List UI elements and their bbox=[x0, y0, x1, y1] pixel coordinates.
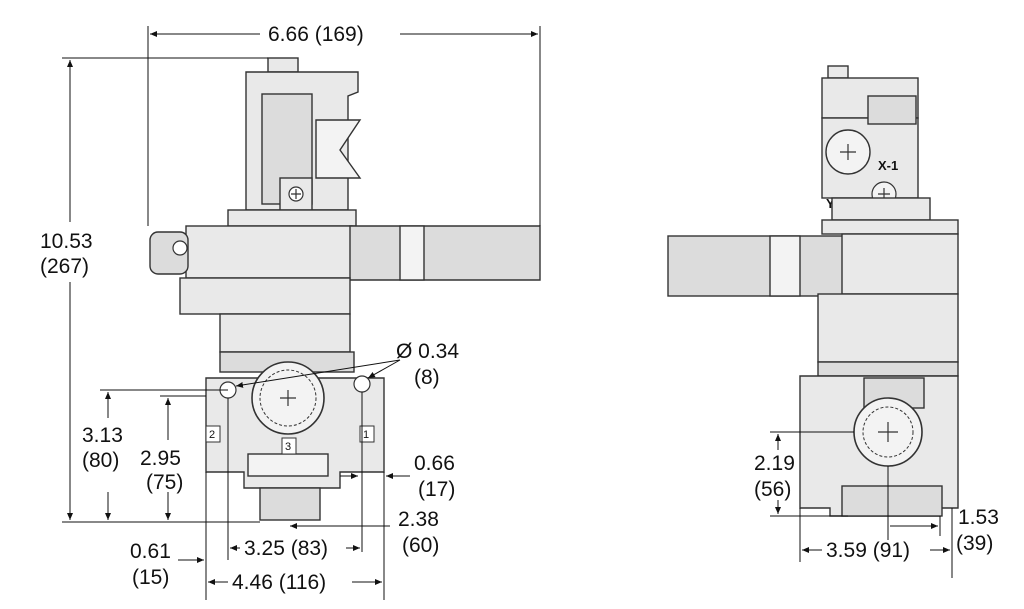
side-base-outlet bbox=[841, 485, 943, 517]
side-main-port-cross bbox=[878, 422, 898, 442]
arm-joint bbox=[399, 225, 425, 281]
side-extension-arm bbox=[667, 235, 845, 297]
dim-219-in: 2.19 bbox=[754, 452, 795, 475]
side-collar-plate bbox=[821, 219, 959, 235]
dim-313-mm: (80) bbox=[82, 449, 119, 472]
side-solenoid-cap bbox=[827, 65, 849, 79]
port-1-label: 1 bbox=[363, 429, 369, 441]
hole-leader-left bbox=[235, 359, 401, 388]
main-port-thread bbox=[259, 369, 317, 427]
dim-359: 3.59 (91) bbox=[826, 539, 910, 562]
hole-leader-right bbox=[367, 359, 401, 379]
middle-body-lower bbox=[219, 313, 351, 353]
dim-066-in: 0.66 bbox=[414, 452, 455, 475]
solenoid-cap bbox=[267, 57, 299, 73]
dim-061-mm: (15) bbox=[132, 566, 169, 589]
actuator-body bbox=[185, 225, 353, 279]
port-2-label: 2 bbox=[209, 429, 215, 441]
override-screw-cross bbox=[291, 189, 301, 199]
port-2-box bbox=[205, 425, 221, 443]
port-3-label: 3 bbox=[285, 441, 291, 453]
side-actuator-body bbox=[841, 233, 959, 295]
side-solenoid-panel bbox=[867, 95, 917, 125]
dim-hole-dia-in: Ø 0.34 bbox=[396, 340, 459, 363]
side-arm-joint bbox=[769, 235, 801, 297]
port-1-box bbox=[359, 425, 375, 443]
dim-height-mm: (267) bbox=[40, 255, 89, 278]
main-port-cross bbox=[280, 390, 296, 406]
front-view-dimensions: 6.66 (169) 10.53 (267) 3.13 (80) 2.95 (7… bbox=[40, 23, 541, 600]
dim-446: 4.46 (116) bbox=[232, 571, 326, 594]
dim-295-mm: (75) bbox=[146, 471, 183, 494]
middle-body-upper bbox=[179, 277, 351, 315]
dim-height-in: 10.53 bbox=[40, 230, 93, 253]
port-3-box bbox=[281, 437, 297, 455]
side-body-ring bbox=[817, 361, 959, 377]
dim-219-mm: (56) bbox=[754, 478, 791, 501]
side-connector-cross bbox=[840, 144, 856, 160]
knob-hole bbox=[172, 240, 188, 256]
dim-hole-dia-mm: (8) bbox=[414, 366, 440, 389]
dim-153-in: 1.53 bbox=[958, 506, 999, 529]
dim-153-mm: (39) bbox=[956, 532, 993, 555]
side-view-dimensions: 2.19 (56) 3.59 (91) 1.53 (39) bbox=[754, 431, 999, 578]
front-view: 2 3 1 bbox=[149, 57, 541, 521]
base-outlet bbox=[259, 487, 321, 521]
side-view: X-1 Y-3 bbox=[667, 65, 959, 517]
extension-arm bbox=[349, 225, 541, 281]
dim-325: 3.25 (83) bbox=[244, 537, 328, 560]
dim-238-in: 2.38 bbox=[398, 508, 439, 531]
dim-overall-width: 6.66 (169) bbox=[268, 23, 364, 46]
side-collar bbox=[831, 197, 931, 221]
dim-295-in: 2.95 bbox=[140, 447, 181, 470]
dim-313-in: 3.13 bbox=[82, 424, 123, 447]
label-x1: X-1 bbox=[878, 158, 898, 173]
clamp-bracket bbox=[247, 453, 329, 477]
mount-hole-right bbox=[353, 375, 371, 393]
collar-plate bbox=[227, 209, 357, 227]
side-middle-body bbox=[817, 293, 959, 363]
side-main-port-thread bbox=[862, 406, 914, 458]
dim-066-mm: (17) bbox=[418, 478, 455, 501]
solenoid-connector bbox=[315, 119, 362, 179]
dim-238-mm: (60) bbox=[402, 534, 439, 557]
dim-061-in: 0.61 bbox=[130, 540, 171, 563]
